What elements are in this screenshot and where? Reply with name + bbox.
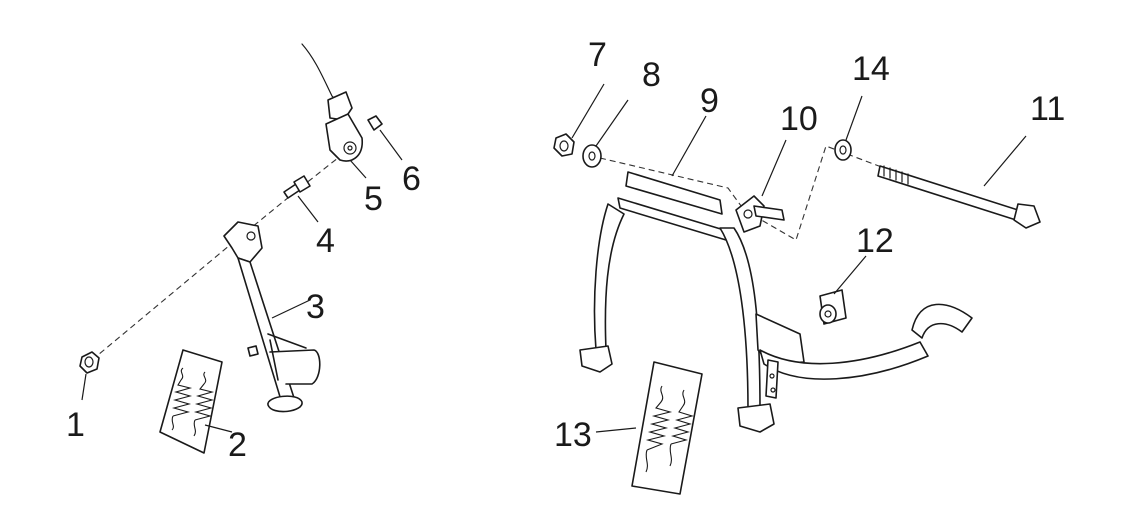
- callout-2: 2: [228, 426, 247, 464]
- callout-13: 13: [554, 416, 592, 454]
- leader-13: [595, 427, 637, 433]
- leader-14: [845, 95, 863, 141]
- part-5-stand-switch[interactable]: [301, 43, 363, 162]
- callout-9: 9: [700, 82, 719, 120]
- part-14-washer[interactable]: [834, 139, 852, 161]
- callout-5: 5: [364, 180, 383, 218]
- part-7-nut[interactable]: [553, 133, 575, 157]
- part-8-washer[interactable]: [582, 144, 602, 168]
- callout-3: 3: [306, 288, 325, 326]
- callout-7: 7: [588, 36, 607, 74]
- assembly-axis-side-stand: [91, 149, 349, 361]
- leader-12: [833, 255, 867, 295]
- callout-6: 6: [402, 160, 421, 198]
- callout-4: 4: [316, 222, 335, 260]
- leader-8: [595, 99, 629, 147]
- part-2-spring-kit[interactable]: [159, 349, 223, 454]
- part-6-screw[interactable]: [367, 115, 383, 131]
- leader-6: [379, 129, 403, 161]
- callout-8: 8: [642, 56, 661, 94]
- part-3-side-stand[interactable]: [223, 221, 321, 413]
- leader-4: [297, 195, 319, 223]
- callout-14: 14: [852, 50, 890, 88]
- callout-10: 10: [780, 100, 818, 138]
- callout-11: 11: [1030, 90, 1065, 128]
- part-10-pivot-pin[interactable]: [735, 195, 785, 233]
- leader-7: [571, 83, 605, 139]
- callout-12: 12: [856, 222, 894, 260]
- part-1-nut[interactable]: [79, 351, 100, 374]
- leader-9: [671, 115, 707, 177]
- leader-2: [204, 424, 233, 433]
- leader-3: [271, 299, 311, 319]
- part-13-spring-kit[interactable]: [631, 361, 703, 495]
- part-11-axle-bolt[interactable]: [877, 165, 1041, 229]
- leader-10: [761, 139, 787, 197]
- leader-5: [349, 159, 367, 179]
- part-9-center-stand[interactable]: [579, 171, 973, 433]
- leader-1: [81, 373, 87, 401]
- part-4-bolt[interactable]: [283, 175, 311, 199]
- leader-11: [983, 135, 1027, 187]
- callout-1: 1: [66, 406, 85, 444]
- part-12-bushing[interactable]: [819, 289, 847, 325]
